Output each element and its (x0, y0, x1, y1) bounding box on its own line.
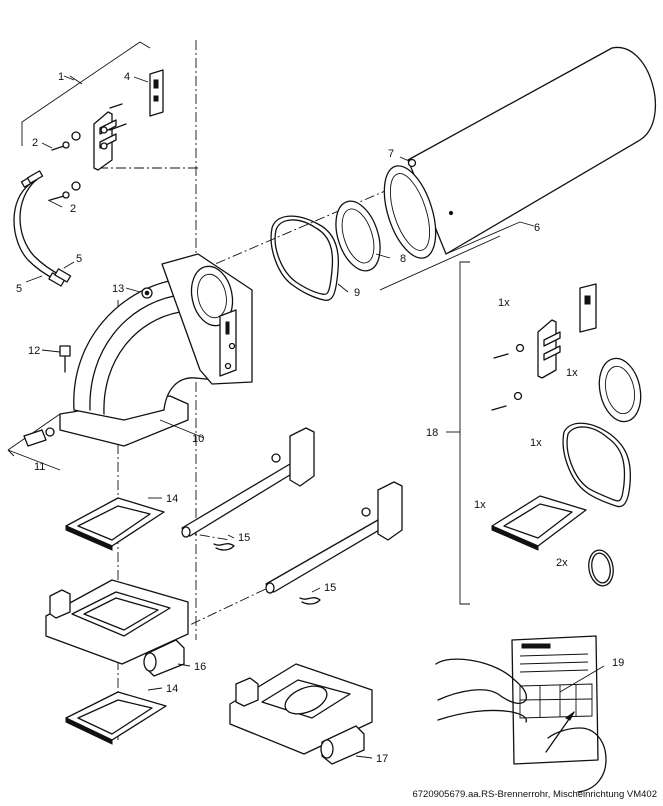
part-14-gasket-lower (65, 691, 167, 745)
callout-2-upper: 2 (32, 137, 38, 149)
part-19-instruction-sheet (435, 635, 607, 793)
callout-8: 8 (400, 253, 406, 265)
callout-5-right: 5 (76, 253, 82, 265)
part-15-pipe-upper (181, 427, 315, 551)
callout-14-lower: 14 (166, 683, 178, 695)
part-2-screws (49, 131, 81, 201)
part-14-gasket-upper (65, 497, 165, 551)
callout-11: 11 (34, 461, 45, 473)
part-17-mixing-plate (229, 663, 373, 765)
callout-15-upper: 15 (238, 532, 250, 544)
kit-qty-holder: 1x (498, 297, 510, 309)
part-9-gasket (270, 215, 349, 301)
group-1-bracket (21, 41, 151, 146)
callout-12: 12 (28, 345, 40, 357)
part-7-screw (399, 156, 417, 168)
callout-15-lower: 15 (324, 582, 336, 594)
callout-9: 9 (354, 287, 360, 299)
callout-7: 7 (388, 148, 394, 160)
callout-18: 18 (426, 427, 438, 439)
callout-2-lower: 2 (70, 203, 76, 215)
callout-6: 6 (534, 222, 540, 234)
part-6-burner-tube (379, 46, 656, 291)
callout-13: 13 (112, 283, 124, 295)
figure-caption: 6720905679.aa.RS-Brennerrohr, Mischeinri… (412, 789, 657, 800)
kit-qty-seal: 1x (474, 499, 486, 511)
callout-4: 4 (124, 71, 130, 83)
callout-19: 19 (612, 657, 624, 669)
part-8-flange-plate (335, 200, 391, 272)
callout-1: 1 (58, 71, 64, 83)
callout-10: 10 (192, 433, 204, 445)
kit-quantity-labels: 1x 1x 1x 1x 2x (474, 297, 578, 569)
kit-qty-o-ring: 2x (556, 557, 568, 569)
part-12-bolt (59, 345, 71, 373)
part-15-pipe-lower (265, 481, 403, 605)
callout-16: 16 (194, 661, 206, 673)
part-10-elbow-housing (59, 253, 253, 447)
part-4-plate (149, 69, 164, 117)
callout-5-left: 5 (16, 283, 22, 295)
part-13-nut (141, 287, 153, 299)
kit-qty-gasket: 1x (530, 437, 542, 449)
part-1-holder (93, 103, 127, 171)
kit-qty-plate: 1x (566, 367, 578, 379)
callout-labels: 1 4 2 2 5 5 7 6 8 9 13 12 10 11 14 15 15… (16, 71, 624, 765)
part-11-bracket (7, 413, 61, 471)
part-5-cables (13, 170, 72, 287)
callout-14-upper: 14 (166, 493, 178, 505)
leader-lines (25, 75, 373, 759)
callout-17: 17 (376, 753, 388, 765)
part-18-kit-box (446, 261, 642, 605)
part-16-mixing-plate (45, 579, 189, 677)
